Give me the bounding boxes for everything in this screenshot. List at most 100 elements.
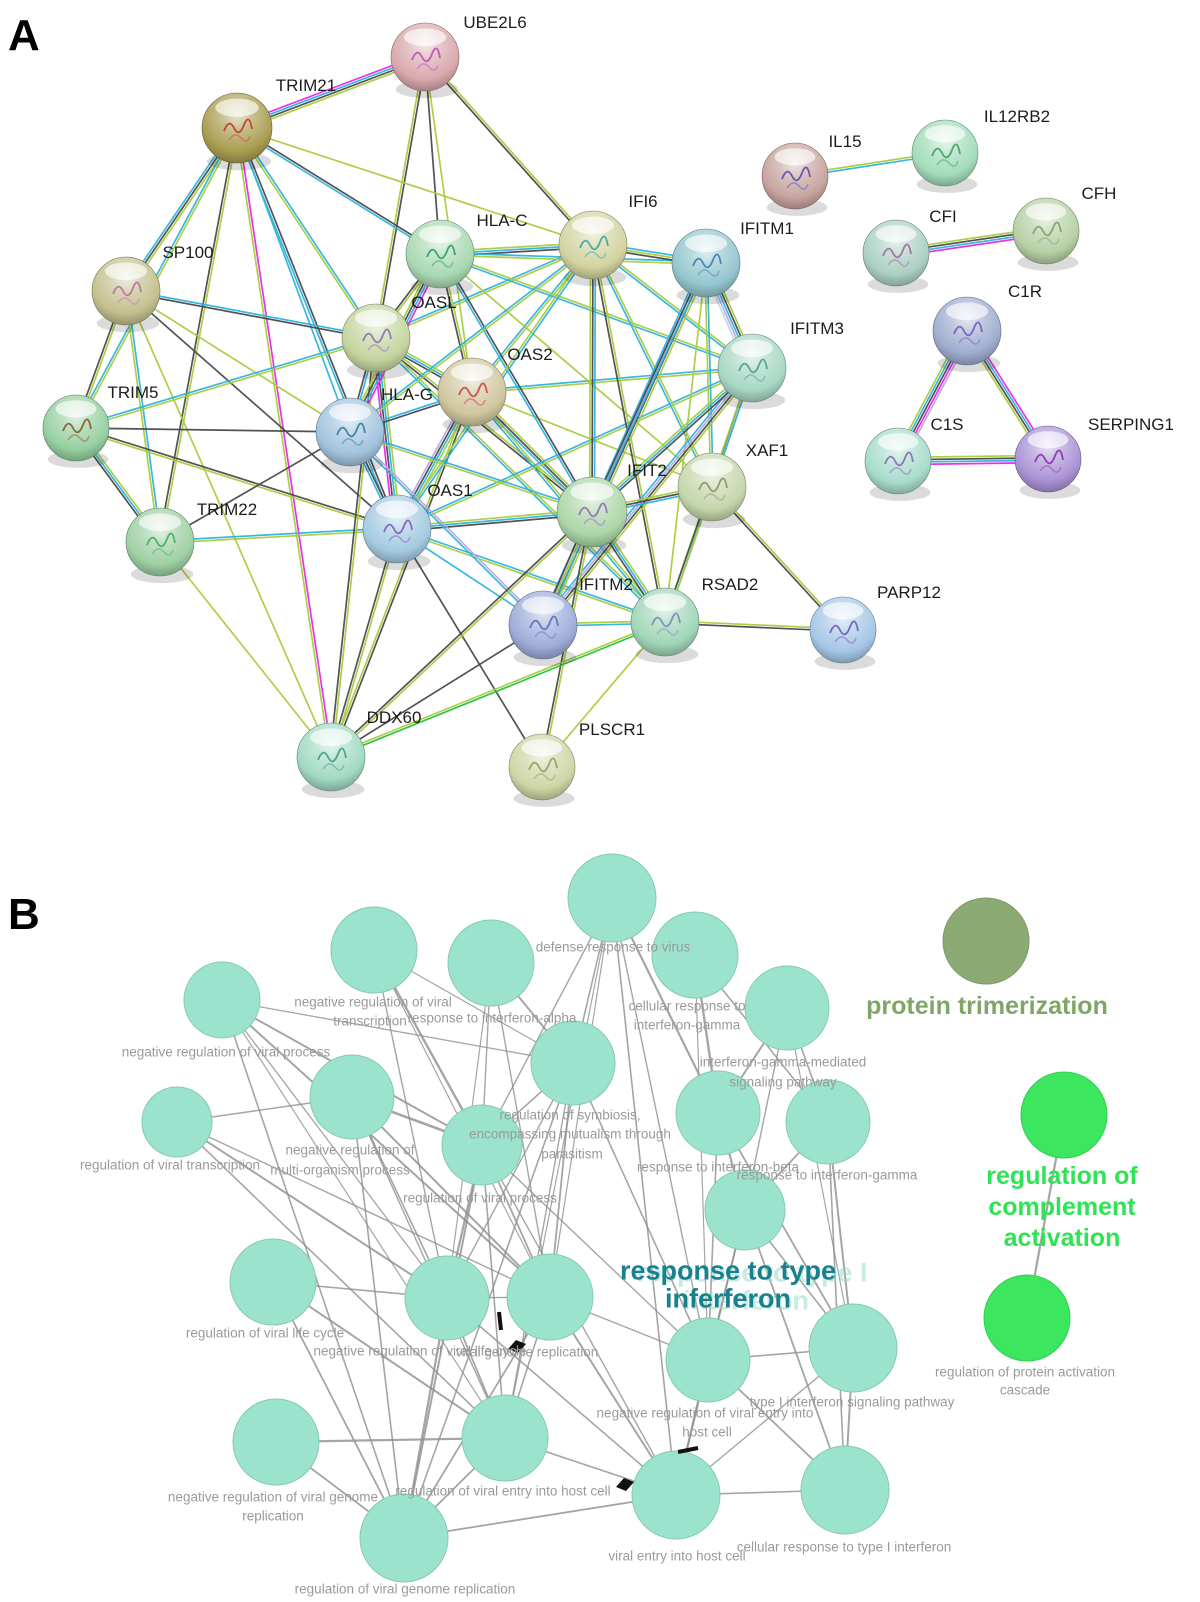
edge-TRIM21-HLAG: [236, 127, 351, 433]
go-edge-3-21: [611, 897, 677, 1496]
edge-SP100-OASL: [126, 288, 377, 338]
edge-IFI6-IFIT2: [591, 244, 594, 513]
ribbon-glyph: [117, 297, 140, 305]
go-term-label-32: response to type I: [636, 1257, 867, 1287]
edge-IFIT2-DDX60: [331, 512, 594, 759]
edge-OAS1-PLSCR1: [396, 528, 543, 768]
go-term-node-1: [330, 906, 418, 994]
go-term-node-5: [744, 965, 830, 1051]
edge-TRIM22-OAS1: [159, 526, 397, 542]
go-edge-4-16: [694, 954, 709, 1361]
protein-label-SERPING1: SERPING1: [1088, 415, 1174, 434]
edge-HLAG-IFIT2: [350, 430, 593, 512]
go-edge-10-17: [717, 1112, 854, 1349]
go-term-label-10: encompassing mutualism through: [469, 1127, 671, 1142]
go-edge-9-16: [572, 1062, 709, 1361]
edge-SP100-TRIM22: [123, 291, 160, 543]
edge-IFITM1-XAF1: [703, 263, 712, 488]
protein-node-CFH: [1012, 197, 1080, 271]
panel-a-label: A: [8, 11, 40, 60]
protein-label-PARP12: PARP12: [877, 583, 941, 602]
protein-label-C1S: C1S: [930, 415, 963, 434]
protein-node-IL12RB2: [911, 119, 979, 193]
edge-TRIM21-TRIM22: [157, 127, 237, 542]
go-edge-6-15: [176, 1121, 551, 1298]
edge-TRIM5-OAS1: [75, 428, 397, 531]
node-highlight: [521, 596, 565, 615]
edge-HLAG-IFITM2: [348, 432, 543, 627]
go-edge-8-19: [481, 1144, 506, 1439]
protein-label-OAS1: OAS1: [427, 481, 472, 500]
go-edge-8-20: [403, 1144, 483, 1539]
mark-diamond: [508, 1340, 526, 1353]
node-highlight: [730, 339, 774, 358]
edge-OAS1-DDX60: [329, 528, 397, 757]
panel-b-label: B: [8, 890, 40, 939]
protein-label-TRIM22: TRIM22: [197, 500, 257, 519]
go-term-label-16: response to interferon-gamma: [737, 1168, 918, 1183]
go-term-node-0: [183, 961, 261, 1039]
protein-label-C1R: C1R: [1008, 282, 1042, 301]
go-edge-0-9: [221, 999, 574, 1064]
go-term-label-15: response to interferon-beta: [637, 1160, 800, 1175]
edge-TRIM22-OAS1: [160, 529, 398, 545]
go-term-label-2: transcription: [333, 1014, 407, 1029]
protein-label-PLSCR1: PLSCR1: [579, 720, 645, 739]
node-highlight: [418, 225, 462, 244]
ribbon-glyph: [1032, 221, 1062, 237]
go-edge-3-16: [611, 897, 709, 1361]
edge-SP100-DDX60: [125, 290, 332, 758]
go-term-label-27: viral entry into host cell: [608, 1549, 745, 1564]
ribbon-glyph: [584, 251, 607, 259]
edge-SP100-OAS1: [125, 290, 398, 530]
node-highlight: [403, 28, 447, 47]
ribbon-glyph: [1039, 465, 1062, 473]
edge-TRIM5-OASL: [75, 336, 376, 428]
go-term-label-33: interferon: [683, 1285, 809, 1315]
node-highlight: [375, 500, 419, 519]
edge-IFIT2-DDX60: [329, 510, 592, 757]
go-term-label-30: regulation of protein activation: [935, 1365, 1115, 1380]
ribbon-glyph: [223, 118, 253, 134]
go-term-node-7: [309, 1054, 395, 1140]
edge-OAS2-DDX60: [331, 392, 474, 758]
go-term-label-0: defense response to virus: [536, 940, 691, 955]
go-edge-7-15: [351, 1096, 551, 1298]
panel-b-nodes: [141, 853, 1108, 1583]
ribbon-glyph: [341, 438, 364, 446]
edge-IFITM3-IFIT2: [593, 369, 755, 515]
ribbon-glyph: [697, 269, 720, 277]
protein-label-OASL: OASL: [411, 293, 456, 312]
ribbon-glyph: [656, 628, 679, 636]
go-term-node-2: [447, 919, 535, 1007]
edge-IFI6-HLAG: [348, 243, 593, 432]
go-term-label-9: regulation of symbiosis,: [499, 1108, 640, 1123]
go-term-node-11: [785, 1079, 871, 1165]
go-term-node-20: [359, 1493, 449, 1583]
protein-node-UBE2L6: [390, 22, 460, 99]
ribbon-glyph: [1037, 237, 1060, 245]
ribbon-glyph: [884, 451, 914, 467]
go-edge-13-19: [272, 1281, 506, 1439]
edge-TRIM21-HLAC: [235, 128, 440, 256]
go-edge-6-14: [176, 1121, 448, 1299]
protein-label-OAS2: OAS2: [507, 345, 552, 364]
edge-IFITM3-IFITM2: [545, 369, 756, 628]
ribbon-glyph: [703, 493, 726, 501]
protein-label-XAF1: XAF1: [746, 441, 789, 460]
protein-node-XAF1: [677, 452, 747, 529]
node-highlight: [690, 458, 734, 477]
ribbon-glyph: [62, 418, 92, 434]
go-term-label-25: negative regulation of viral genome: [168, 1490, 378, 1505]
protein-node-OAS2: [437, 357, 507, 434]
go-term-label-37: complement: [988, 1193, 1136, 1221]
protein-node-IFITM3: [717, 333, 787, 410]
edge-TRIM21-OASL: [237, 126, 378, 338]
edge-TRIM21-DDX60: [237, 127, 334, 757]
panel-b-network: defense response to virus negative regula…: [80, 853, 1138, 1597]
go-term-label-38: activation: [1004, 1224, 1121, 1252]
ribbon-glyph: [829, 620, 859, 636]
panel-b-term-labels: defense response to virus negative regula…: [80, 940, 1138, 1597]
